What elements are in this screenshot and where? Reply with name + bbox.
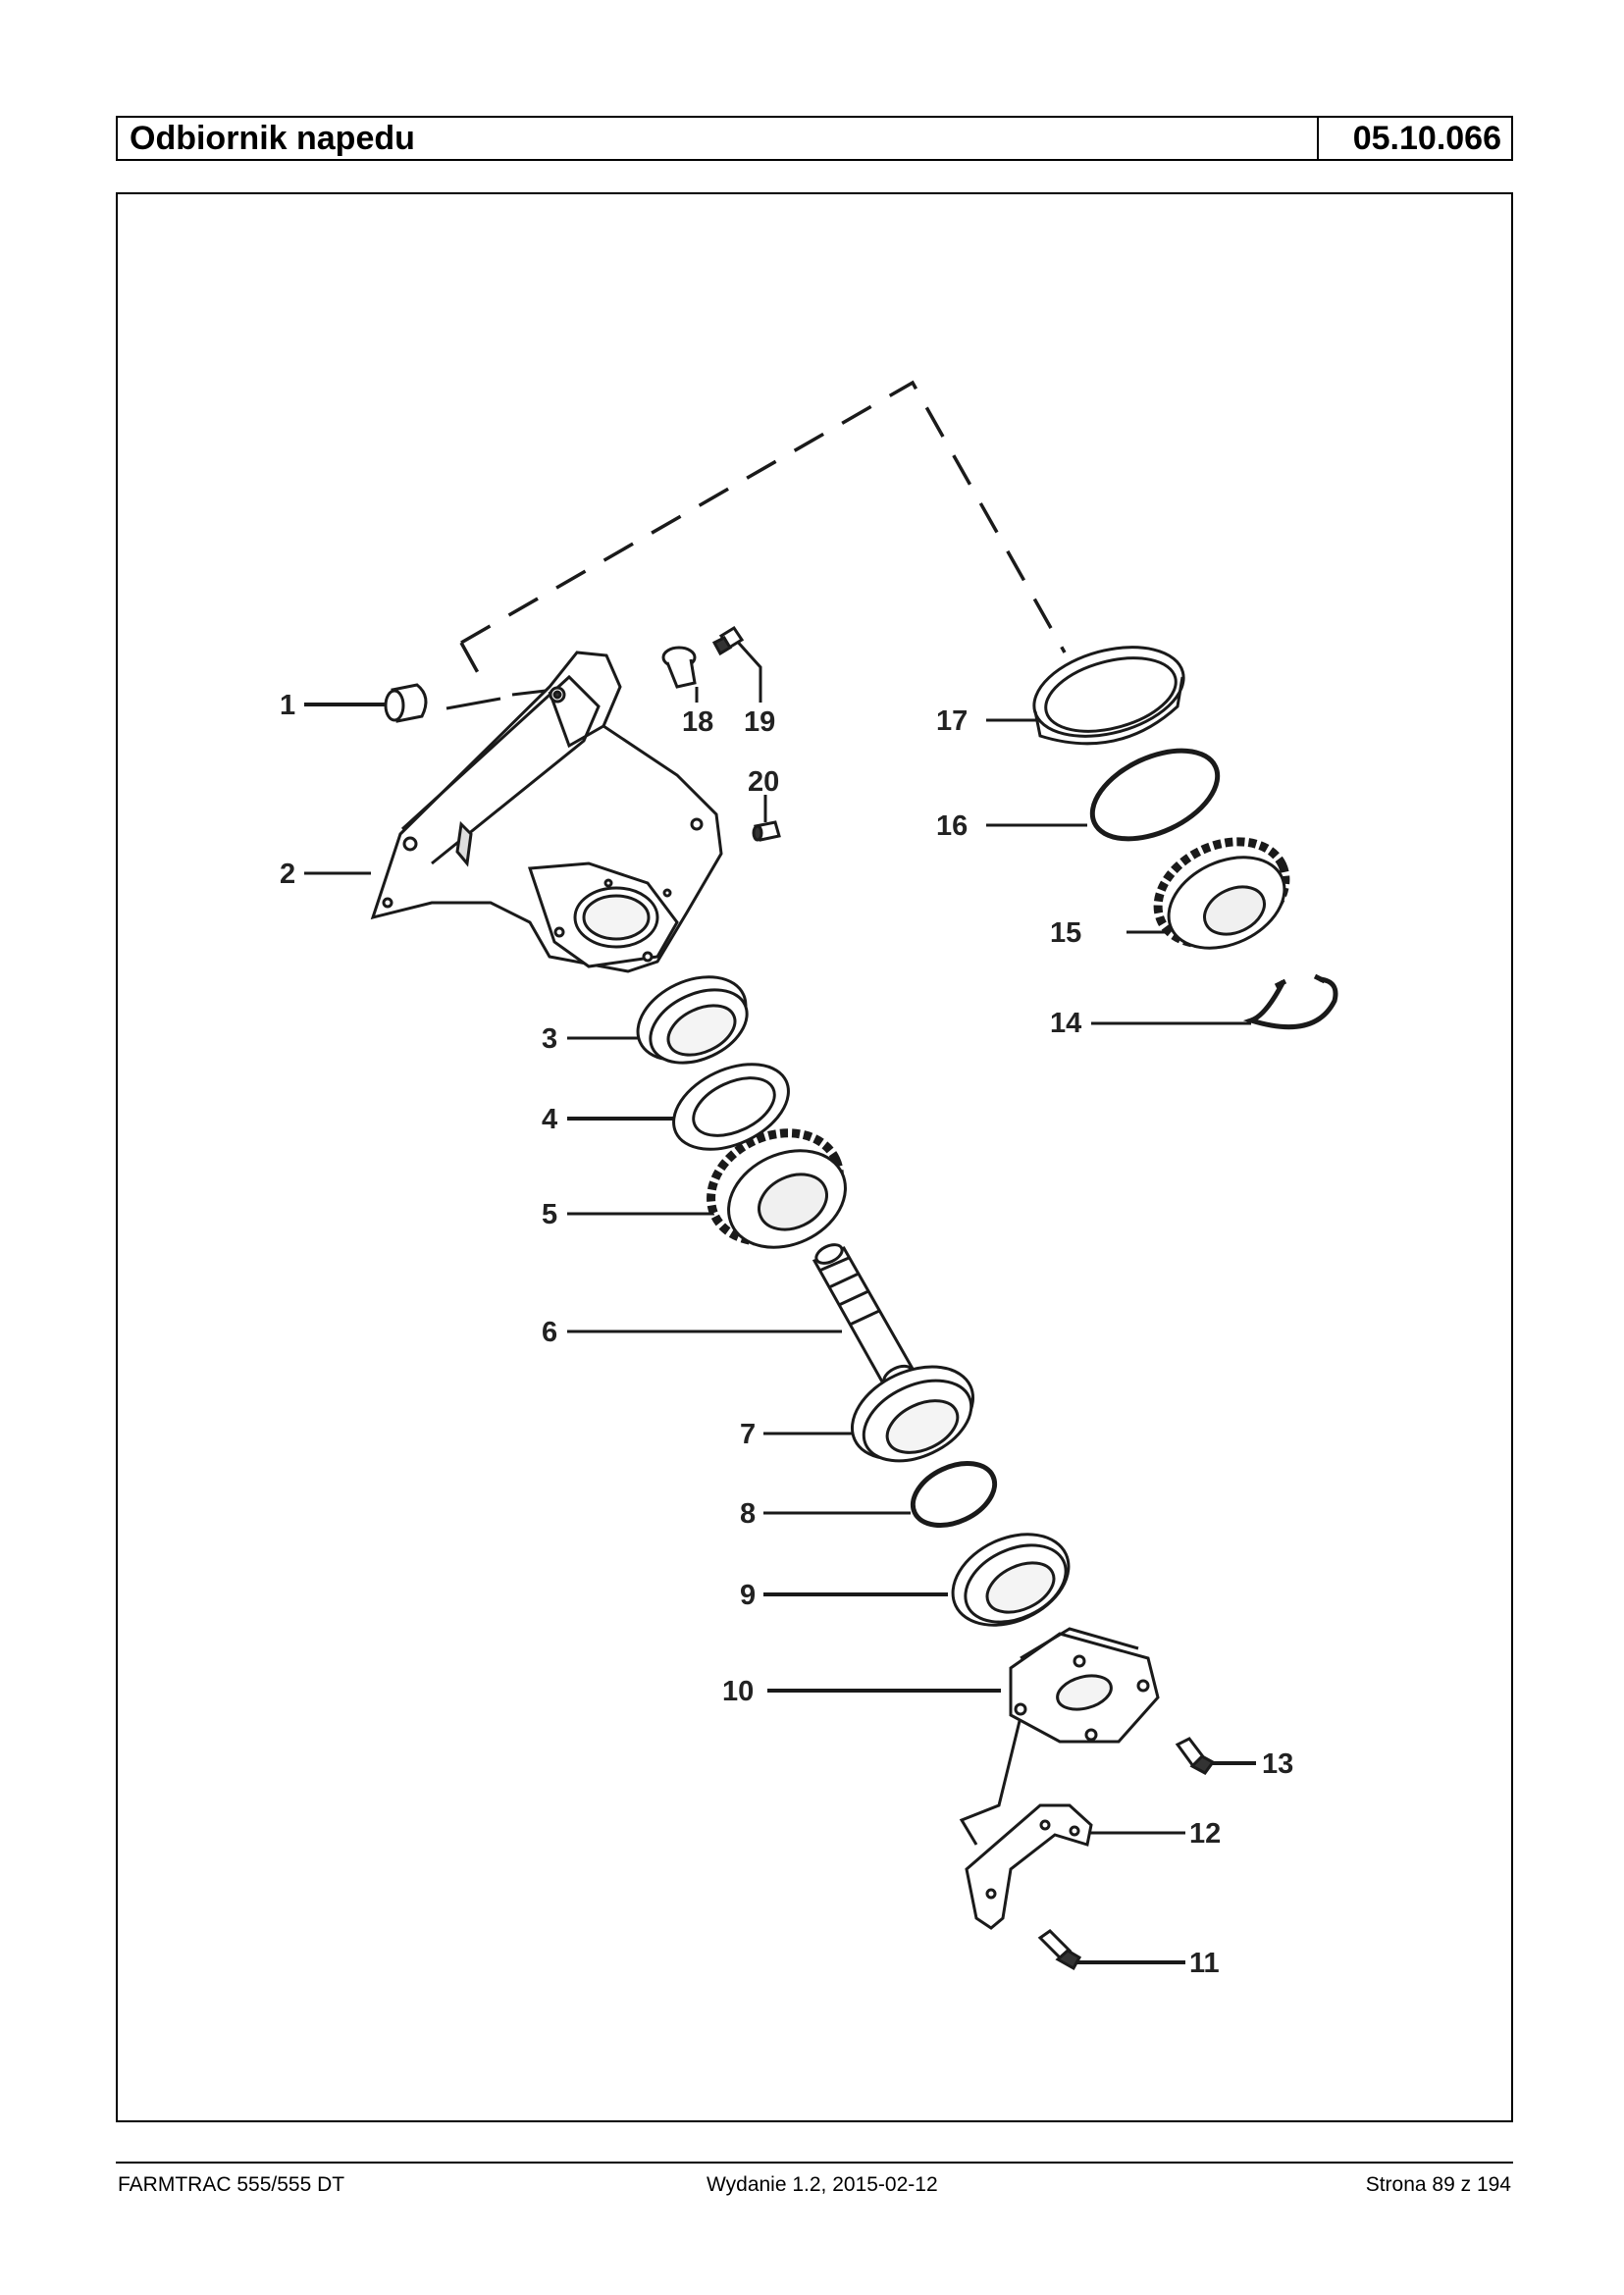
callout-9: 9 <box>740 1580 756 1611</box>
footer-page-number: Strona 89 z 194 <box>1365 2173 1511 2196</box>
callout-14: 14 <box>1050 1008 1081 1039</box>
callout-1: 1 <box>280 690 295 721</box>
page-title: Odbiornik napedu <box>118 118 1319 159</box>
callout-4: 4 <box>542 1104 557 1135</box>
footer-edition: Wydanie 1.2, 2015-02-12 <box>707 2173 938 2196</box>
callout-18: 18 <box>682 706 713 738</box>
part-17-ring-housing <box>1032 646 1185 746</box>
part-16-o-ring <box>1089 748 1221 842</box>
part-15-gear <box>1153 837 1290 950</box>
footer-divider <box>116 2162 1513 2164</box>
callout-13: 13 <box>1262 1748 1293 1780</box>
callout-5: 5 <box>542 1199 557 1230</box>
callout-10: 10 <box>722 1676 754 1707</box>
callout-11: 11 <box>1189 1948 1220 1979</box>
callout-7: 7 <box>740 1419 756 1450</box>
part-20-set-screw <box>752 820 781 842</box>
part-3-bearing <box>636 975 749 1065</box>
callout-17: 17 <box>936 705 968 737</box>
section-code: 05.10.066 <box>1352 120 1501 157</box>
part-14-circlip <box>1242 973 1338 1030</box>
part-9-seal <box>951 1533 1071 1627</box>
part-1-bushing <box>384 683 428 723</box>
assembly-dashed-line <box>460 380 1067 653</box>
callout-2: 2 <box>280 859 295 890</box>
callout-6: 6 <box>542 1317 557 1348</box>
callout-20: 20 <box>748 766 779 798</box>
callout-8: 8 <box>740 1498 756 1530</box>
part-7-bearing <box>850 1365 975 1463</box>
part-11-bolt <box>1037 1929 1082 1971</box>
part-12-bracket <box>965 1803 1093 1930</box>
callout-19: 19 <box>744 706 775 738</box>
part-8-o-ring <box>910 1461 998 1528</box>
page-header: Odbiornik napedu 05.10.066 <box>116 116 1513 161</box>
part-10-cover <box>1009 1627 1160 1744</box>
part-2-housing <box>370 651 723 973</box>
part-6-shaft <box>812 1243 916 1387</box>
callout-15: 15 <box>1050 917 1081 949</box>
callout-3: 3 <box>542 1023 557 1055</box>
footer-model: FARMTRAC 555/555 DT <box>118 2173 345 2196</box>
part-5-gear <box>707 1128 847 1249</box>
callout-12: 12 <box>1189 1818 1221 1850</box>
part-13-bolt <box>1175 1737 1216 1775</box>
diagram-frame <box>116 192 1513 2122</box>
callout-16: 16 <box>936 810 968 842</box>
part-18-bolt <box>661 646 697 689</box>
part-19-screw <box>711 625 745 656</box>
part-4-washer <box>672 1063 790 1151</box>
